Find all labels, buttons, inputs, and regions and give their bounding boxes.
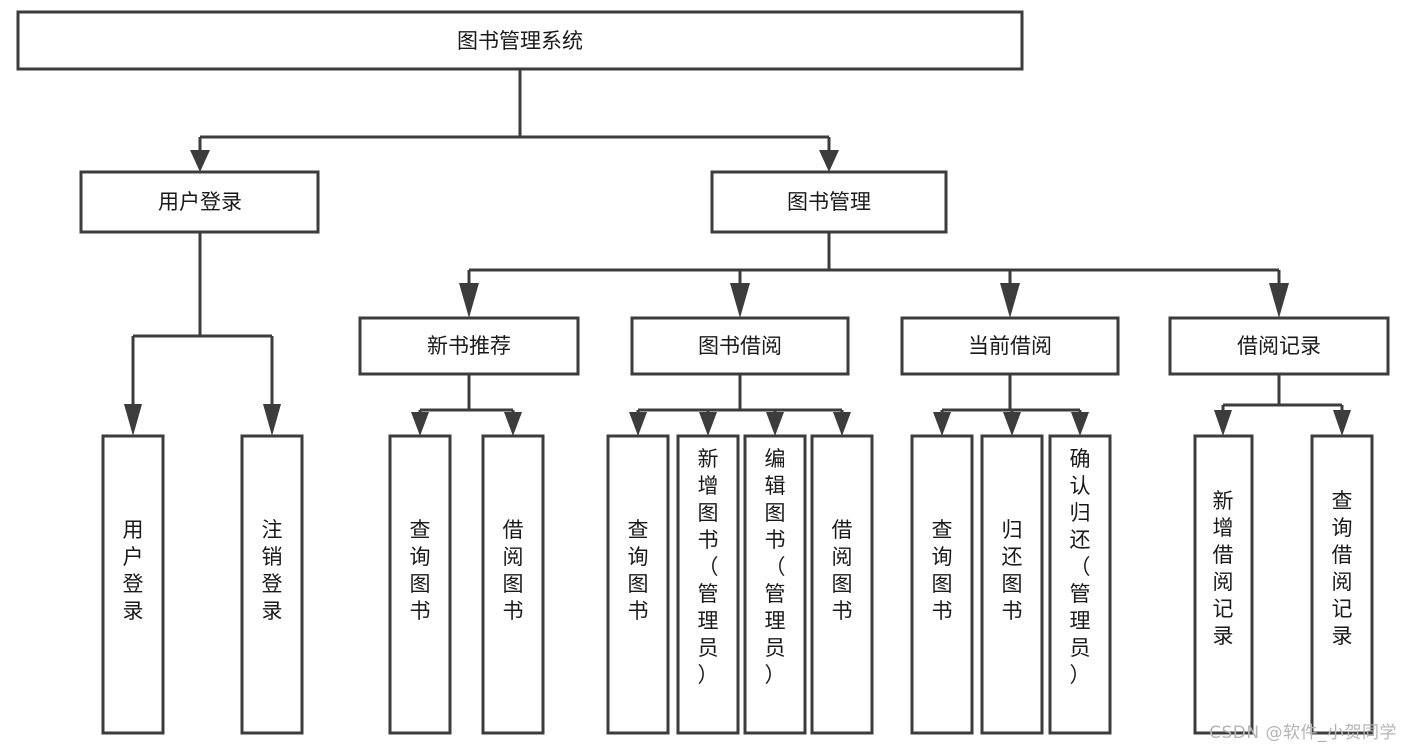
connector-group-new-book-recommend-to-leaves — [411, 374, 522, 436]
connector-group-user-login-to-leaves — [124, 232, 281, 436]
arrow-head-user-login — [190, 150, 210, 172]
arrow-head-book-borrow — [730, 283, 750, 318]
node-leaf-return-book-rect[interactable] — [980, 434, 1044, 735]
node-leaf-query-book-borrow[interactable]: 查询图书 — [606, 434, 670, 735]
connector-group-current-borrow-to-leaves — [933, 374, 1089, 436]
node-leaf-logout-login[interactable]: 注销登录 — [240, 434, 304, 735]
arrow-head-leaf-return-book — [1003, 412, 1021, 436]
node-leaf-borrow-book-label: 借阅图书 — [832, 518, 853, 623]
node-leaf-query-borrow-record-rect[interactable] — [1310, 434, 1374, 735]
arrow-head-leaf-borrow-book — [833, 412, 851, 436]
node-current-borrow-label: 当前借阅 — [968, 334, 1052, 358]
arrow-head-leaf-add-book-admin — [699, 412, 717, 436]
node-leaf-logout-login-label: 注销登录 — [262, 518, 283, 623]
node-leaf-query-book-recommend-label: 查询图书 — [410, 518, 431, 623]
csdn-watermark: CSDN @软件_小贺同学 — [1209, 723, 1397, 743]
node-leaf-add-borrow-record-label: 新增借阅记录 — [1213, 489, 1234, 648]
node-leaf-return-book-label: 归还图书 — [1002, 518, 1023, 623]
node-new-book-recommend[interactable]: 新书推荐 — [358, 316, 580, 376]
node-borrow-record-rect[interactable] — [1168, 316, 1390, 376]
arrow-head-leaf-query-book-borrow — [629, 412, 647, 436]
node-leaf-borrow-book-recommend[interactable]: 借阅图书 — [481, 434, 545, 735]
node-leaf-add-book-admin-rect[interactable] — [676, 434, 740, 735]
node-leaf-edit-book-admin-rect[interactable] — [743, 434, 807, 735]
node-book-borrow-rect[interactable] — [630, 316, 850, 376]
node-leaf-query-book-recommend-rect[interactable] — [388, 434, 452, 735]
node-leaf-edit-book-admin-label: 编辑图书（管理员） — [765, 447, 786, 687]
node-root[interactable]: 图书管理系统 — [16, 10, 1024, 71]
arrow-head-leaf-add-borrow-record — [1214, 410, 1232, 436]
node-leaf-return-book[interactable]: 归还图书 — [980, 434, 1044, 735]
node-leaf-add-borrow-record[interactable]: 新增借阅记录 — [1193, 434, 1254, 735]
node-leaf-borrow-book[interactable]: 借阅图书 — [810, 434, 874, 735]
connector-group-root-to-level2 — [190, 69, 839, 172]
node-root-rect[interactable] — [16, 10, 1024, 71]
node-leaf-user-login[interactable]: 用户登录 — [101, 434, 165, 735]
node-new-book-recommend-rect[interactable] — [358, 316, 580, 376]
node-leaf-query-book-borrow-rect[interactable] — [606, 434, 670, 735]
arrow-head-leaf-edit-book-admin — [766, 412, 784, 436]
connector-group-book-manage-to-level3 — [459, 232, 1289, 318]
node-leaf-confirm-return-admin[interactable]: 确认归还（管理员） — [1048, 434, 1112, 735]
node-leaf-query-book-borrow-label: 查询图书 — [628, 518, 649, 623]
node-leaf-query-borrow-record-label: 查询借阅记录 — [1332, 489, 1353, 648]
node-new-book-recommend-label: 新书推荐 — [427, 334, 511, 358]
connector-group-book-borrow-to-leaves — [629, 374, 851, 436]
arrow-head-current-borrow — [1000, 283, 1020, 318]
arrow-head-new-book-recommend — [459, 283, 479, 318]
arrow-head-leaf-logout — [263, 404, 281, 436]
node-borrow-record-label: 借阅记录 — [1237, 334, 1321, 358]
node-book-manage-rect[interactable] — [710, 170, 948, 234]
node-leaf-query-book-recommend[interactable]: 查询图书 — [388, 434, 452, 735]
node-user-login[interactable]: 用户登录 — [79, 170, 320, 234]
node-leaf-logout-login-rect[interactable] — [240, 434, 304, 735]
arrow-head-leaf-user-login — [124, 404, 142, 436]
node-book-manage[interactable]: 图书管理 — [710, 170, 948, 234]
node-leaf-user-login-rect[interactable] — [101, 434, 165, 735]
node-borrow-record[interactable]: 借阅记录 — [1168, 316, 1390, 376]
arrow-head-leaf-query-book-recommend — [411, 412, 429, 436]
node-book-borrow-label: 图书借阅 — [698, 334, 782, 358]
node-leaf-query-borrow-record[interactable]: 查询借阅记录 — [1310, 434, 1374, 735]
node-current-borrow-rect[interactable] — [900, 316, 1120, 376]
node-leaf-add-book-admin[interactable]: 新增图书（管理员） — [676, 434, 740, 735]
node-user-login-rect[interactable] — [79, 170, 320, 234]
node-leaf-query-book-current-rect[interactable] — [910, 434, 974, 735]
node-leaf-add-book-admin-label: 新增图书（管理员） — [698, 447, 719, 687]
node-book-borrow[interactable]: 图书借阅 — [630, 316, 850, 376]
node-leaf-borrow-book-recommend-rect[interactable] — [481, 434, 545, 735]
arrow-head-leaf-query-borrow-record — [1333, 410, 1351, 436]
node-leaf-edit-book-admin[interactable]: 编辑图书（管理员） — [743, 434, 807, 735]
node-book-manage-label: 图书管理 — [787, 190, 871, 214]
arrow-head-leaf-query-book-current — [933, 412, 951, 436]
node-leaf-add-borrow-record-rect[interactable] — [1193, 434, 1254, 735]
arrow-head-borrow-record — [1269, 283, 1289, 318]
node-leaf-borrow-book-recommend-label: 借阅图书 — [503, 518, 524, 623]
connector-group-borrow-record-to-leaves — [1214, 374, 1351, 436]
node-leaf-confirm-return-admin-rect[interactable] — [1048, 434, 1112, 735]
node-leaf-confirm-return-admin-label: 确认归还（管理员） — [1070, 447, 1091, 687]
arrow-head-leaf-borrow-book-recommend — [504, 412, 522, 436]
node-user-login-label: 用户登录 — [158, 190, 242, 214]
arrow-head-book-manage — [819, 150, 839, 172]
node-leaf-query-book-current-label: 查询图书 — [932, 518, 953, 623]
node-leaf-borrow-book-rect[interactable] — [810, 434, 874, 735]
node-leaf-query-book-current[interactable]: 查询图书 — [910, 434, 974, 735]
node-root-label: 图书管理系统 — [457, 29, 583, 53]
node-current-borrow[interactable]: 当前借阅 — [900, 316, 1120, 376]
node-leaf-user-login-label: 用户登录 — [123, 518, 144, 623]
arrow-head-leaf-confirm-return-admin — [1071, 412, 1089, 436]
